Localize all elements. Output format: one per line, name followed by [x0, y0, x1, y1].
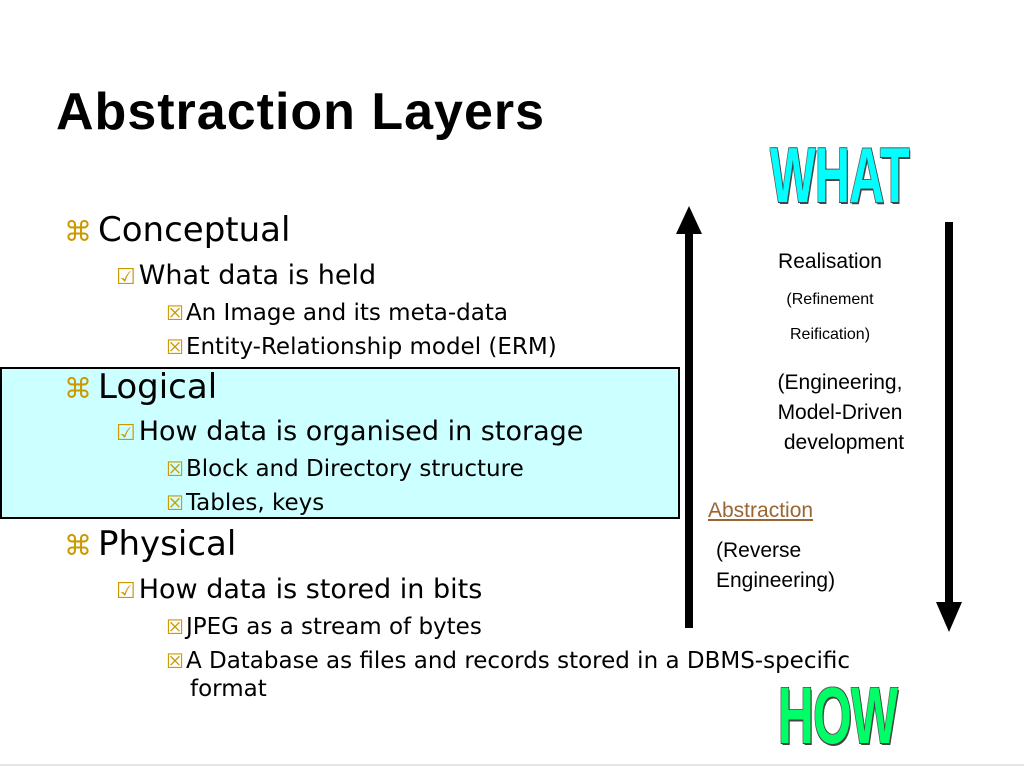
- bullet-label: A Database as files and records stored i…: [185, 648, 850, 674]
- crossed-box-icon: ☒: [166, 335, 184, 359]
- bullet-database-files: ☒A Database as files and records stored …: [166, 648, 850, 674]
- crossed-box-icon: ☒: [166, 457, 184, 481]
- bullet-what-data-held: ☑What data is held: [116, 260, 376, 291]
- how-label: HOW: [778, 671, 898, 760]
- checkbox-icon: ☑: [116, 265, 136, 290]
- bullet-database-files-continued: format: [190, 676, 267, 702]
- engineering-label-3: development: [783, 431, 905, 454]
- bullet-label: How data is stored in bits: [138, 574, 483, 605]
- bullet-marker-icon: ⌘: [64, 529, 92, 562]
- down-arrow-icon: [936, 222, 962, 632]
- bullet-physical: ⌘Physical: [64, 524, 236, 564]
- bullet-jpeg: ☒JPEG as a stream of bytes: [166, 614, 482, 640]
- bullet-label: Logical: [98, 367, 218, 407]
- up-arrow-icon: [676, 206, 702, 628]
- bullet-label: Block and Directory structure: [185, 456, 524, 482]
- checkbox-icon: ☑: [116, 579, 136, 604]
- bullet-logical: ⌘Logical: [64, 367, 217, 407]
- bottom-divider: [0, 764, 1024, 766]
- bullet-label: Physical: [98, 524, 237, 564]
- engineering-label-2: Model-Driven: [777, 401, 903, 424]
- bullet-how-stored: ☑How data is stored in bits: [116, 574, 482, 605]
- checkbox-icon: ☑: [116, 421, 136, 446]
- refinement-label: (Refinement: [786, 291, 874, 308]
- bullet-label: Conceptual: [98, 210, 291, 250]
- bullet-marker-icon: ⌘: [64, 215, 92, 248]
- bullet-marker-icon: ⌘: [64, 372, 92, 405]
- bullet-tables-keys: ☒Tables, keys: [166, 490, 324, 516]
- logical-highlight-box: [0, 367, 680, 519]
- crossed-box-icon: ☒: [166, 615, 184, 639]
- bullet-label: What data is held: [138, 260, 377, 291]
- bullet-label: Entity-Relationship model (ERM): [185, 334, 557, 360]
- bullet-label: An Image and its meta-data: [185, 300, 508, 326]
- crossed-box-icon: ☒: [166, 649, 184, 673]
- bullet-label: How data is organised in storage: [138, 416, 584, 447]
- bullet-erm: ☒Entity-Relationship model (ERM): [166, 334, 557, 360]
- reification-label: Reification): [789, 326, 871, 343]
- bullet-label: Tables, keys: [185, 490, 325, 516]
- bullet-label: JPEG as a stream of bytes: [185, 614, 482, 640]
- reverse-label-1: (Reverse: [716, 539, 802, 562]
- reverse-label-2: Engineering): [716, 569, 836, 592]
- bullet-block-directory: ☒Block and Directory structure: [166, 456, 524, 482]
- crossed-box-icon: ☒: [166, 491, 184, 515]
- bullet-image-metadata: ☒An Image and its meta-data: [166, 300, 508, 326]
- bullet-how-organised: ☑How data is organised in storage: [116, 416, 583, 447]
- what-label: WHAT: [770, 131, 910, 219]
- abstraction-link[interactable]: Abstraction: [708, 499, 814, 522]
- engineering-label-1: (Engineering,: [777, 371, 903, 394]
- realisation-label: Realisation: [778, 250, 882, 273]
- crossed-box-icon: ☒: [166, 301, 184, 325]
- slide-title: Abstraction Layers: [56, 83, 546, 141]
- bullet-conceptual: ⌘Conceptual: [64, 210, 290, 250]
